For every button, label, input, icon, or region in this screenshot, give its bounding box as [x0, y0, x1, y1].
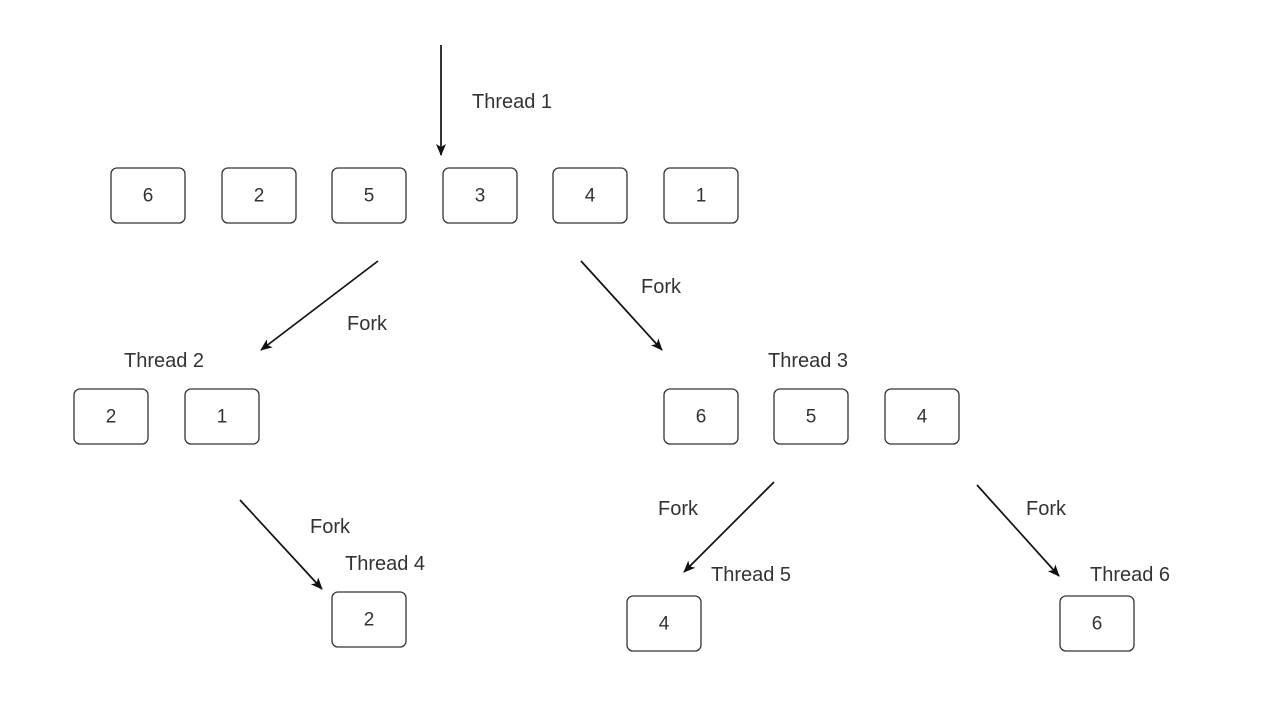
fork-label: Fork: [347, 313, 388, 335]
array-cell: 6: [663, 388, 739, 445]
array-cell: 1: [184, 388, 260, 445]
thread-4-label: Thread 4: [345, 553, 425, 575]
cell-value: 6: [696, 407, 707, 428]
fork-label: Fork: [641, 276, 682, 298]
cell-value: 1: [217, 407, 228, 428]
thread-2-label: Thread 2: [124, 350, 204, 372]
cell-value: 4: [659, 614, 670, 635]
cell-value: 6: [1092, 614, 1103, 635]
cell-value: 2: [364, 610, 375, 631]
fork-arrow-root-to-thread-3: [580, 260, 663, 351]
thread-6-cell: 6: [1059, 595, 1135, 652]
thread-2-array: 2 1: [73, 388, 260, 445]
cell-value: 5: [806, 407, 817, 428]
fork-label: Fork: [310, 516, 351, 538]
fork-arrow-thread-3-to-thread-6: [976, 484, 1060, 577]
fork-label: Fork: [658, 498, 699, 520]
thread-6-label: Thread 6: [1090, 564, 1170, 586]
cell-value: 5: [364, 186, 375, 207]
fork-arrow-thread-3-to-thread-5: [683, 481, 775, 573]
array-cell: 4: [884, 388, 960, 445]
cell-value: 3: [475, 186, 486, 207]
cell-value: 2: [254, 186, 265, 207]
array-cell: 1: [663, 167, 739, 224]
fork-label: Fork: [1026, 498, 1067, 520]
cell-value: 2: [106, 407, 117, 428]
cell-value: 4: [917, 407, 928, 428]
array-cell: 6: [110, 167, 186, 224]
cell-value: 6: [143, 186, 154, 207]
thread-1-label: Thread 1: [472, 91, 552, 113]
cell-value: 1: [696, 186, 707, 207]
array-cell: 5: [331, 167, 407, 224]
thread-3-label: Thread 3: [768, 350, 848, 372]
array-cell: 2: [221, 167, 297, 224]
array-cell: 2: [73, 388, 149, 445]
array-cell: 4: [552, 167, 628, 224]
cell-value: 4: [585, 186, 596, 207]
array-cell: 5: [773, 388, 849, 445]
fork-arrow-thread-2-to-thread-4: [239, 499, 323, 590]
root-array: 6 2 5 3 4 1: [110, 167, 739, 224]
thread-5-label: Thread 5: [711, 564, 791, 586]
thread-4-cell: 2: [331, 591, 407, 648]
thread-3-array: 6 5 4: [663, 388, 960, 445]
fork-arrow-root-to-thread-2: [260, 260, 379, 351]
array-cell: 3: [442, 167, 518, 224]
thread-5-cell: 4: [626, 595, 702, 652]
